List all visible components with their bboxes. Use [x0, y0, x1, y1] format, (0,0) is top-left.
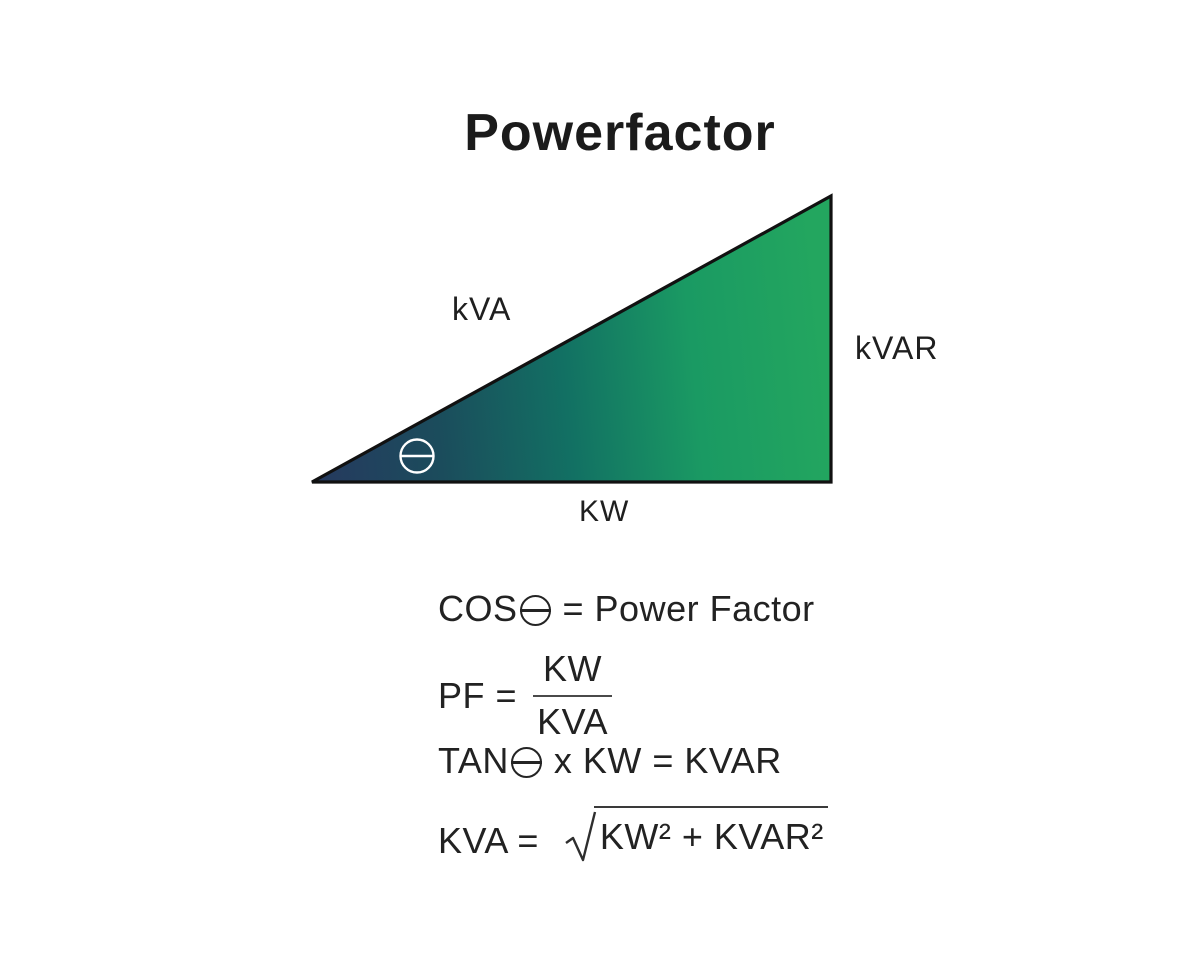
hypotenuse-label: kVA [452, 291, 512, 327]
theta-angle-icon [399, 438, 435, 474]
base-side-label: KW [579, 495, 630, 528]
radicand: KW² + KVAR² [593, 806, 828, 858]
square-root-icon [565, 811, 597, 862]
fraction-numerator: KW [533, 648, 613, 697]
fraction: KW KVA [533, 648, 613, 743]
page-title: Powerfactor [464, 103, 776, 162]
tan-label: TAN [438, 740, 509, 781]
cos-label: COS [438, 588, 518, 629]
formula-pf-fraction: PF = KW KVA [438, 648, 613, 743]
power-triangle [311, 193, 833, 484]
vertical-side-label: kVAR [855, 330, 939, 366]
kva-lhs: KVA = [438, 820, 539, 861]
formula-kva-sqrt: KVA = KW² + KVAR² [438, 806, 828, 864]
pf-lhs: PF = [438, 674, 518, 716]
fraction-denominator: KVA [537, 701, 608, 742]
cos-rhs: = Power Factor [562, 588, 815, 629]
theta-icon [510, 747, 542, 778]
theta-icon [519, 595, 551, 626]
formula-tan-theta: TAN x KW = KVAR [438, 740, 782, 782]
tan-rhs: x KW = KVAR [553, 740, 782, 781]
formula-cos-theta: COS = Power Factor [438, 588, 815, 630]
